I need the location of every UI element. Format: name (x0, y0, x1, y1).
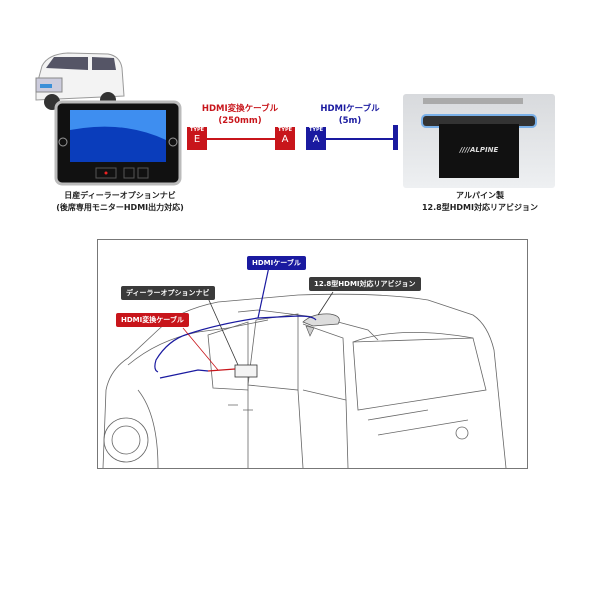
car-photo (35, 52, 125, 110)
cable1-length: (250mm) (218, 116, 262, 126)
connector-type: TYPE (308, 127, 324, 133)
label-hdmi-cable: HDMIケーブル (247, 256, 306, 270)
monitor-caption-line1: アルパイン製 (456, 191, 504, 200)
connector-type-a-blue: TYPE A (306, 127, 326, 150)
installation-diagram: HDMIケーブル 12.8型HDMI対応リアビジョン ディーラーオプションナビ … (97, 239, 528, 469)
diagram-conversion-cable (207, 368, 236, 372)
rear-monitor-photo: ////ALPINE (403, 94, 555, 188)
connector-letter: E (193, 134, 201, 145)
connector-type: TYPE (277, 127, 293, 133)
connector-letter: A (312, 134, 320, 145)
conversion-cable-label: HDMI変換ケーブル (250mm) (190, 103, 290, 127)
cable2-length: (5m) (338, 116, 362, 126)
hdmi-cable-line (326, 138, 394, 140)
connector-letter: A (281, 134, 289, 145)
van-line-drawing (102, 261, 507, 468)
cable1-name: HDMI変換ケーブル (201, 104, 279, 114)
navi-caption: 日産ディーラーオプションナビ (後席専用モニターHDMI出力対応) (40, 190, 200, 214)
navi-unit (54, 100, 182, 186)
label-rear-vision: 12.8型HDMI対応リアビジョン (309, 277, 421, 291)
hdmi-cable-end (393, 125, 398, 150)
alpine-logo: ////ALPINE (459, 146, 499, 154)
connector-type-a-red: TYPE A (275, 127, 295, 150)
monitor-caption: アルパイン製 12.8型HDMI対応リアビジョン (400, 190, 560, 214)
label-dealer-navi: ディーラーオプションナビ (121, 286, 215, 300)
hdmi-cable-label: HDMIケーブル (5m) (305, 103, 395, 127)
connector-type-e: TYPE E (187, 127, 207, 150)
label-conversion-cable: HDMI変換ケーブル (116, 313, 189, 327)
navi-caption-line1: 日産ディーラーオプションナビ (64, 191, 176, 200)
monitor-caption-line2: 12.8型HDMI対応リアビジョン (421, 203, 538, 212)
navi-caption-line2: (後席専用モニターHDMI出力対応) (56, 203, 184, 212)
cable2-name: HDMIケーブル (320, 104, 380, 114)
connector-type: TYPE (189, 127, 205, 133)
conversion-cable-line (207, 138, 275, 140)
